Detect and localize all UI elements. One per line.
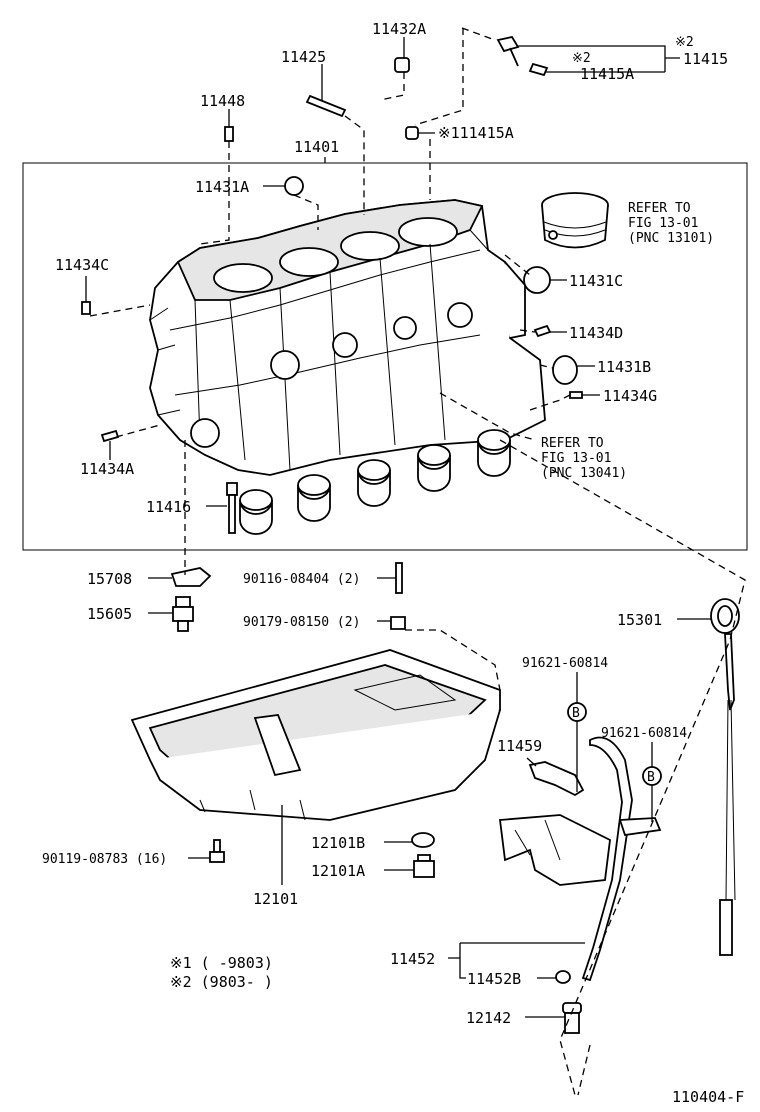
label-11452: 11452 (390, 950, 435, 968)
gasket-11452b (555, 970, 571, 984)
refer-fig-2: FIG 13-01 (541, 451, 611, 466)
label-91621-a: 91621-60814 (522, 656, 608, 671)
figure-id: 110404-F (672, 1088, 744, 1106)
label-11415-note2: ※2 (572, 51, 591, 66)
pin-11434g (569, 391, 583, 399)
cylinder-block-drawing (149, 199, 546, 476)
pin-11434a (100, 429, 120, 443)
label-11416: 11416 (146, 498, 191, 516)
leader-lines (85, 37, 711, 1018)
marker-b-2-text: B (647, 770, 655, 785)
label-15708: 15708 (87, 570, 132, 588)
label-11432a: 11432A (372, 20, 426, 38)
bolt-90119 (209, 839, 225, 863)
label-11401: 11401 (294, 138, 339, 156)
label-11434d: 11434D (569, 324, 623, 342)
cylinder-block-frame (22, 162, 748, 551)
drain-plug-12101a (413, 854, 435, 878)
marker-b-1-text: B (572, 706, 580, 721)
label-11431c: 11431C (569, 272, 623, 290)
label-90119: 90119-08783 (16) (42, 852, 167, 867)
plug-11431c (523, 266, 551, 294)
label-15301: 15301 (617, 611, 662, 629)
pin-11434d (533, 324, 552, 338)
label-15605: 15605 (87, 605, 132, 623)
footnote-1: ※1 ( -9803) (170, 954, 273, 972)
bolt-11416 (226, 482, 238, 534)
nut-90179 (390, 616, 406, 630)
oil-strainer-drawing (498, 736, 662, 982)
bracket-11459 (528, 761, 585, 797)
label-11415: 11415 (683, 50, 728, 68)
plug-111415a (405, 126, 419, 140)
label-91621-b: 91621-60814 (601, 726, 687, 741)
label-12101: 12101 (253, 890, 298, 908)
label-11459: 11459 (497, 737, 542, 755)
label-11425: 11425 (281, 48, 326, 66)
gasket-12101b (411, 832, 435, 848)
dashed-lines (89, 27, 746, 1096)
label-90179: 90179-08150 (2) (243, 615, 360, 630)
part-labels: 11432A 11425 11448 11401 ※2 ※2 11415 114… (42, 20, 744, 1106)
refer-to-2: REFER TO (541, 436, 604, 451)
oil-pan-drawing (130, 649, 501, 821)
plug-11432a (394, 57, 410, 73)
label-11448: 11448 (200, 92, 245, 110)
label-11434c: 11434C (55, 256, 109, 274)
piston-drawing (541, 192, 609, 249)
part-11415a-bolt (528, 62, 549, 77)
part-11415-plug (496, 35, 520, 67)
label-11452b: 11452B (467, 970, 521, 988)
label-11434g: 11434G (603, 387, 657, 405)
label-11415-note: ※2 (675, 35, 694, 50)
label-111415a: ※111415A (438, 124, 514, 142)
footnote-2: ※2 (9803- ) (170, 973, 273, 991)
refer-pnc-1: (PNC 13101) (628, 231, 714, 246)
label-12142: 12142 (466, 1009, 511, 1027)
refer-fig-1: FIG 13-01 (628, 216, 698, 231)
label-11415a: 11415A (580, 65, 634, 83)
label-90116: 90116-08404 (2) (243, 572, 360, 587)
crankshaft-bearings (239, 429, 511, 535)
label-11431b: 11431B (597, 358, 651, 376)
label-12101a: 12101A (311, 862, 365, 880)
bush-12142 (562, 1002, 582, 1034)
bracket-15708 (170, 567, 212, 587)
plug-11431a (284, 176, 304, 196)
stud-90116 (395, 562, 403, 594)
label-11431a: 11431A (195, 178, 249, 196)
refer-to-1: REFER TO (628, 201, 691, 216)
dipstick-15301 (710, 598, 740, 956)
label-11434a: 11434A (80, 460, 134, 478)
plug-11431b (552, 355, 578, 385)
pin-11448 (224, 126, 234, 142)
label-12101b: 12101B (311, 834, 365, 852)
pin-11434c (81, 301, 91, 315)
refer-pnc-2: (PNC 13041) (541, 466, 627, 481)
stud-11425 (305, 94, 347, 118)
switch-15605 (172, 596, 194, 632)
